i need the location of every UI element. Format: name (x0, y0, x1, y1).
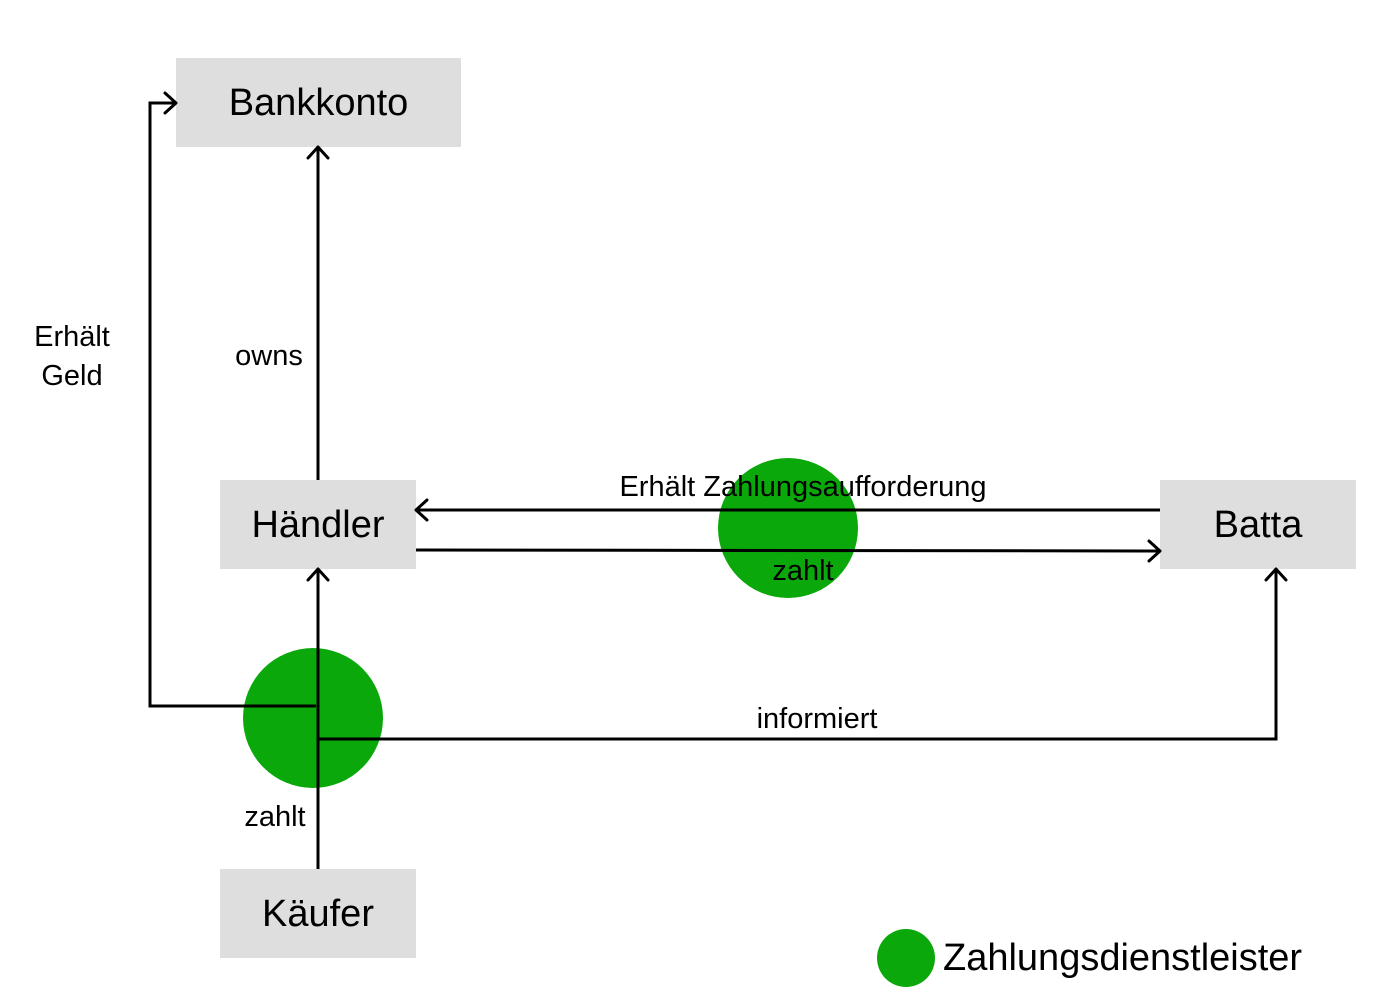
edge-label-zahlt-batta: zahlt (772, 555, 833, 587)
edge-kaeufer-zahlt (306, 567, 330, 869)
node-kaeufer: Käufer (220, 869, 416, 958)
node-kaeufer-label: Käufer (262, 893, 374, 935)
node-haendler: Händler (220, 480, 416, 569)
edge-label-zahlt-kaeufer: zahlt (244, 801, 305, 833)
edge-haendler-zahlt (415, 539, 1162, 563)
edge-erhaelt-geld (148, 91, 316, 708)
edge-zahlungsaufforderung (414, 498, 1160, 522)
payment-provider-circle-kaeufer (243, 648, 383, 788)
legend: Zahlungsdienstleister (877, 929, 1302, 987)
node-bankkonto: Bankkonto (176, 58, 461, 147)
legend-label: Zahlungsdienstleister (943, 937, 1302, 979)
edge-label-erhaelt-geld-line2: Geld (41, 360, 102, 392)
node-batta: Batta (1160, 480, 1356, 569)
edge-label-owns: owns (235, 340, 303, 372)
edge-label-erhaelt-geld-line1: Erhält (34, 321, 110, 353)
legend-swatch (877, 929, 935, 987)
edge-owns (306, 145, 330, 480)
node-haendler-label: Händler (251, 504, 384, 546)
node-bankkonto-label: Bankkonto (229, 82, 409, 124)
payment-provider-circle-batta (718, 458, 858, 598)
node-batta-label: Batta (1214, 504, 1304, 546)
edge-label-erhaelt-zahlungsaufforderung: Erhält Zahlungsaufforderung (619, 471, 986, 503)
edge-informiert (318, 567, 1288, 741)
edge-label-informiert: informiert (757, 703, 878, 735)
